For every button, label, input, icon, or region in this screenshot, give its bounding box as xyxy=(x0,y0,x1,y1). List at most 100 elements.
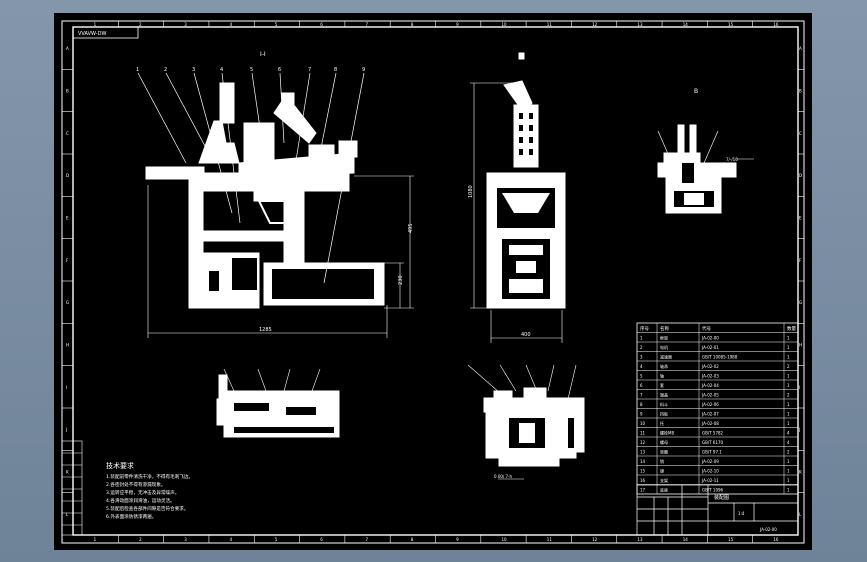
title-tag-box xyxy=(72,26,139,39)
detail-pin-2 xyxy=(689,124,697,156)
bom-cell: 螺栓M8 xyxy=(660,430,674,436)
bom-cell: 1 xyxy=(787,459,790,464)
bom-cell: 1 xyxy=(787,402,790,407)
zone-col-bottom: 15 xyxy=(728,537,734,542)
bom-cell: 6 xyxy=(640,383,643,388)
bom-cell: JA-02-00 xyxy=(701,336,719,341)
bom-cell: JA-02-10 xyxy=(701,469,719,474)
bl-slot-1 xyxy=(234,403,269,411)
detail-bore xyxy=(682,163,694,183)
bom-cell: 8 xyxy=(640,402,643,407)
main-shelf xyxy=(201,230,288,242)
bom-cell: GB/T 5782 xyxy=(702,431,724,436)
bom-cell: 支架 xyxy=(660,477,668,483)
br-lug-1 xyxy=(493,390,513,400)
bom-cell: 4 xyxy=(787,431,790,436)
callout-number: 8 xyxy=(334,67,337,73)
zone-row-right: H xyxy=(799,343,802,348)
bom-cell: 4 xyxy=(787,440,790,445)
bom-header: 代号 xyxy=(702,325,711,332)
bom-cell: 9 xyxy=(640,412,643,417)
title-block xyxy=(636,484,799,536)
bom-cell: 7 xyxy=(640,393,643,398)
br-core xyxy=(519,423,535,443)
side-base-plate xyxy=(509,279,543,293)
outer-border xyxy=(61,20,805,544)
zone-row-left: B xyxy=(66,89,69,94)
bom-cell: 2 xyxy=(640,345,643,350)
bom-cell: 1 xyxy=(787,336,790,341)
bom-cell: 1 xyxy=(787,469,790,474)
bom-header: 数量 xyxy=(787,325,796,332)
title-block-name: 装配图 xyxy=(714,494,729,501)
zone-col-bottom: 2 xyxy=(139,537,142,542)
bom-cell: 电机 xyxy=(660,344,668,350)
callout-number: 3 xyxy=(192,67,195,73)
tech-req-line: 4.各滑动面涂润滑油，运动灵活。 xyxy=(106,497,175,504)
detail-insert xyxy=(684,193,704,205)
bl-top-plate xyxy=(218,390,340,400)
zone-col-bottom: 4 xyxy=(230,537,233,542)
main-cutout xyxy=(232,258,257,290)
bom-cell: JA-02-04 xyxy=(701,383,719,388)
title-tag: VVAVW-DW xyxy=(78,31,106,37)
bom-cell: 垫圈 xyxy=(660,449,668,455)
title-block-scale: 1:4 xyxy=(738,511,745,516)
zone-col-top: 3 xyxy=(184,22,187,27)
bom-cell: JA-02-03 xyxy=(701,374,719,379)
bl-post xyxy=(218,374,228,392)
zone-col-bottom: 11 xyxy=(547,537,553,542)
bom-cell: JA-02-06 xyxy=(701,402,719,407)
zone-row-left: D xyxy=(66,173,69,178)
bom-cell: 1 xyxy=(787,383,790,388)
side-hopper xyxy=(502,193,550,213)
zone-col-bottom: 7 xyxy=(366,537,369,542)
bom-cell: 10 xyxy=(640,421,646,426)
main-link xyxy=(281,92,295,120)
zone-col-bottom: 5 xyxy=(275,537,278,542)
side-top-mark xyxy=(518,52,525,60)
bom-cell: 轴承 xyxy=(660,363,668,369)
main-lever xyxy=(273,94,317,144)
bom-cell: 3 xyxy=(640,355,643,360)
zone-col-bottom: 8 xyxy=(411,537,414,542)
main-tank-inner xyxy=(272,269,374,299)
bom-cell: 1 xyxy=(787,355,790,360)
side-width-dim: 400 xyxy=(521,332,531,338)
cad-drawing: 1122334455667788991010111112121313141415… xyxy=(61,20,805,544)
bom-cell: 5 xyxy=(640,374,643,379)
main-height-dim-1: 495 xyxy=(408,223,414,233)
zone-col-top: 12 xyxy=(592,22,598,27)
zone-row-right: F xyxy=(799,258,802,263)
callout-number: 4 xyxy=(220,67,223,73)
bom-cell: JA-02-11 xyxy=(701,478,719,483)
zone-col-bottom: 16 xyxy=(773,537,779,542)
main-view: I-I xyxy=(137,51,414,338)
bom-cell: 16 xyxy=(640,478,646,483)
zone-row-right: A xyxy=(799,46,802,51)
bom-cell: 底座 xyxy=(660,487,668,493)
bom-cell: 1 xyxy=(787,412,790,417)
callout-number: 7 xyxy=(308,67,311,73)
side-shaft xyxy=(509,245,543,255)
detail-label: B xyxy=(694,88,698,95)
bom-cell: 2 xyxy=(787,450,790,455)
bom-cell: 13 xyxy=(640,450,646,455)
zone-col-bottom: 14 xyxy=(683,537,689,542)
zone-col-top: 15 xyxy=(728,22,734,27)
side-height-dim: 1080 xyxy=(468,185,474,198)
zone-row-right: E xyxy=(799,216,802,221)
zone-row-left: I xyxy=(66,385,67,390)
zone-col-top: 9 xyxy=(456,22,459,27)
zone-row-right: J xyxy=(798,427,800,432)
bom-cell: 4 xyxy=(640,364,643,369)
detail-note: 7/-/10 xyxy=(726,157,738,162)
tech-req-line: 1.装配前零件清洗干净，不得有毛刺飞边。 xyxy=(106,473,193,480)
callout-number: 2 xyxy=(164,67,167,73)
bom-cell: 键 xyxy=(660,468,664,474)
zone-row-left: K xyxy=(66,470,69,475)
zone-col-bottom: 9 xyxy=(456,537,459,542)
main-frame-left xyxy=(198,120,240,164)
br-lug-2 xyxy=(523,387,547,399)
